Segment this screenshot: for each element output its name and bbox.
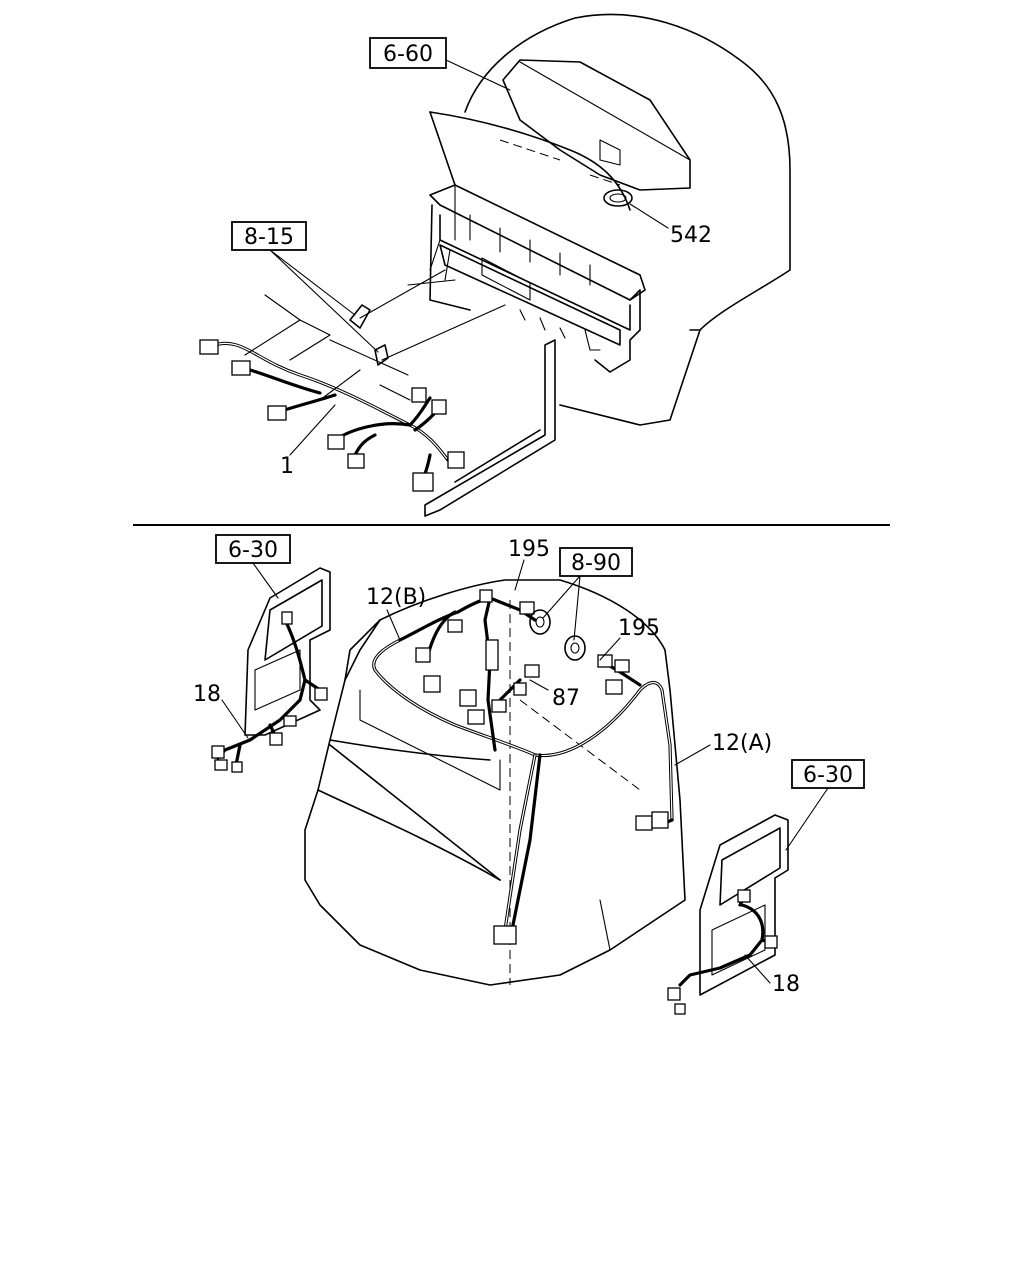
callout-12a: 12(A) [674, 731, 772, 766]
part-number-542: 542 [670, 223, 712, 248]
ref-box-8-15: 8-15 [231, 221, 379, 353]
ref-label-6-30-left: 6-30 [228, 538, 278, 563]
left-door [211, 567, 331, 773]
front-harness [199, 269, 556, 517]
ref-label-6-60: 6-60 [383, 42, 433, 67]
callout-195-right: 195 [599, 616, 660, 661]
ref-box-6-30-left: 6-30 [215, 534, 291, 599]
part-number-195-right: 195 [618, 616, 660, 641]
part-number-18-left: 18 [193, 682, 221, 707]
ref-box-8-90: 8-90 [542, 547, 633, 641]
callout-1: 1 [280, 404, 336, 479]
callout-12b: 12(B) [366, 585, 426, 641]
ref-label-8-15: 8-15 [244, 225, 294, 250]
cab-front-view [429, 13, 791, 426]
callout-195-top: 195 [508, 537, 550, 591]
part-number-12a: 12(A) [712, 731, 772, 756]
part-number-87: 87 [552, 686, 580, 711]
part-number-12b: 12(B) [366, 585, 426, 610]
ref-box-6-30-right: 6-30 [785, 759, 865, 851]
ref-label-6-30-right: 6-30 [803, 763, 853, 788]
roof-harness [372, 589, 674, 945]
callout-18-right: 18 [744, 954, 800, 997]
callout-87: 87 [529, 679, 580, 711]
ref-label-8-90: 8-90 [571, 551, 621, 576]
part-number-1: 1 [280, 454, 294, 479]
part-number-18-right: 18 [772, 972, 800, 997]
part-number-195-top: 195 [508, 537, 550, 562]
right-door [667, 814, 789, 1015]
callout-18-left: 18 [193, 682, 249, 739]
ref-box-6-60: 6-60 [369, 37, 511, 91]
callout-542: 542 [629, 203, 712, 248]
